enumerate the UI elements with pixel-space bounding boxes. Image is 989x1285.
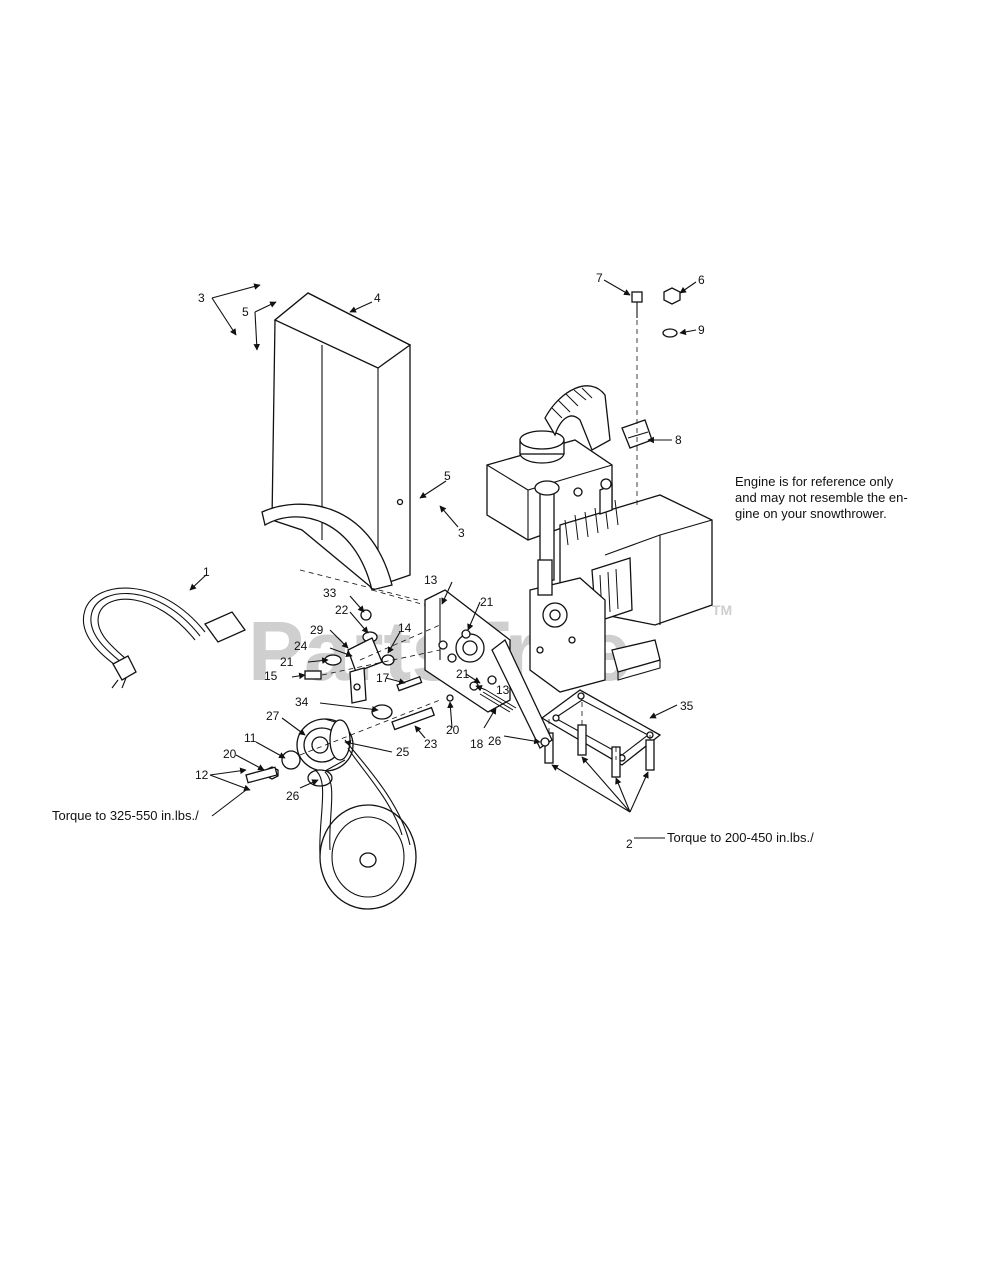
- callout-14: 14: [398, 621, 412, 635]
- callout-27: 27: [266, 709, 280, 723]
- callout-12: 12: [195, 768, 209, 782]
- callout-8: 8: [675, 433, 682, 447]
- callout-11: 11: [244, 731, 257, 745]
- callout-1: 1: [203, 565, 210, 579]
- callout-24: 24: [294, 639, 308, 653]
- guide-cover-2: [371, 589, 426, 606]
- part-25-belt-and-pulley: [314, 739, 417, 910]
- callout-29: 29: [310, 623, 324, 637]
- engine-note-line-1: Engine is for reference only: [735, 474, 894, 489]
- torque-note-left: Torque to 325-550 in.lbs./: [52, 808, 199, 823]
- part-35-gasket: [540, 689, 662, 766]
- callout-labels: 3 5 4 5 3 7 6 9 8 1 13 21 33 22 29 14 24…: [195, 271, 705, 851]
- callout-5: 5: [242, 305, 249, 319]
- callout-26: 26: [488, 734, 502, 748]
- part-4-belt-cover: [261, 292, 412, 591]
- callout-17: 17: [376, 671, 390, 685]
- callout-20: 20: [446, 723, 460, 737]
- callout-25: 25: [396, 745, 410, 759]
- watermark-tm: TM: [712, 602, 732, 618]
- parts-6-9-hardware: [621, 287, 681, 505]
- callout-4: 4: [374, 291, 381, 305]
- part-2-bolts: [544, 700, 655, 778]
- callout-5-b: 5: [444, 469, 451, 483]
- callout-22: 22: [335, 603, 349, 617]
- callout-6: 6: [698, 273, 705, 287]
- torque-note-right: Torque to 200-450 in.lbs./: [667, 830, 814, 845]
- callout-26-b: 26: [286, 789, 300, 803]
- callout-3: 3: [198, 291, 205, 305]
- callout-13: 13: [424, 573, 438, 587]
- guide-cover: [299, 569, 419, 601]
- callout-21-c: 21: [456, 667, 470, 681]
- callout-7: 7: [596, 271, 603, 285]
- part-1-power-cord: [82, 587, 246, 689]
- engine-note-line-2: and may not resemble the en-: [735, 490, 908, 505]
- callout-13-b: 13: [496, 683, 510, 697]
- callout-20-b: 20: [223, 747, 237, 761]
- callout-35: 35: [680, 699, 694, 713]
- engine: [486, 385, 713, 693]
- leader-lines: [189, 279, 697, 839]
- callout-3-b: 3: [458, 526, 465, 540]
- callout-15: 15: [264, 669, 278, 683]
- engine-note-line-3: gine on your snowthrower.: [735, 506, 887, 521]
- callout-18: 18: [470, 737, 484, 751]
- callout-21-b: 21: [280, 655, 294, 669]
- callout-2: 2: [626, 837, 633, 851]
- notes: Engine is for reference only and may not…: [52, 474, 908, 845]
- part-27-drive-pulley: [245, 699, 441, 787]
- idler-assembly: [304, 609, 441, 731]
- callout-34: 34: [295, 695, 309, 709]
- callout-23: 23: [424, 737, 438, 751]
- callout-33: 33: [323, 586, 337, 600]
- callout-21: 21: [480, 595, 494, 609]
- callout-9: 9: [698, 323, 705, 337]
